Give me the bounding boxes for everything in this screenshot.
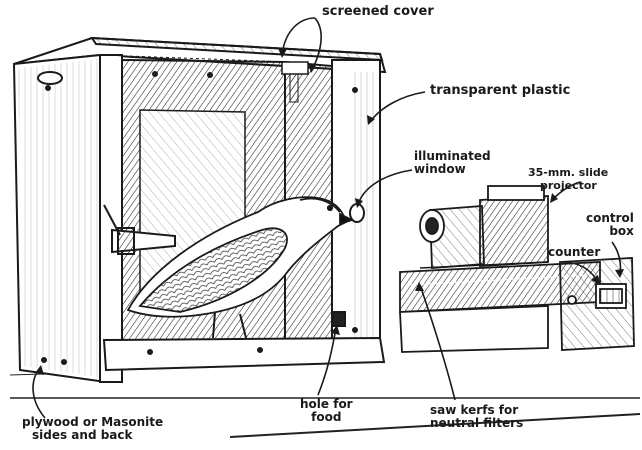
arrowheads (35, 48, 624, 375)
label-hole-for-food: hole for food (300, 398, 353, 424)
label-hole-for-food-line1: hole for (300, 397, 353, 411)
label-slide-projector-line2: projector (540, 179, 597, 192)
label-control-box: control box (586, 212, 634, 238)
control-box (559, 257, 635, 351)
label-control-box-line1: control (586, 211, 634, 225)
label-hole-for-food-line2: food (311, 410, 342, 424)
label-screened-cover: screened cover (322, 4, 434, 19)
pigeon (126, 196, 355, 339)
label-saw-kerfs-line2: neutral filters (430, 416, 524, 430)
label-transparent-plastic: transparent plastic (430, 83, 571, 98)
label-saw-kerfs-line1: saw kerfs for (430, 403, 519, 417)
label-illuminated-window-line2: window (414, 162, 466, 176)
label-sides-and-back: plywood or Masonite sides and back (22, 416, 163, 442)
label-slide-projector: 35-mm. slide projector (528, 166, 608, 192)
label-illuminated-window-line1: illuminated (414, 149, 491, 163)
slide-projector (419, 185, 549, 269)
label-counter: counter (548, 245, 601, 259)
label-sides-and-back-line2: sides and back (32, 428, 133, 442)
label-sides-and-back-line1: plywood or Masonite (22, 415, 164, 429)
label-saw-kerfs: saw kerfs for neutral filters (430, 404, 523, 430)
label-illuminated-window: illuminated window (414, 150, 491, 176)
label-control-box-line2: box (609, 224, 634, 238)
label-slide-projector-line1: 35-mm. slide (528, 166, 609, 179)
